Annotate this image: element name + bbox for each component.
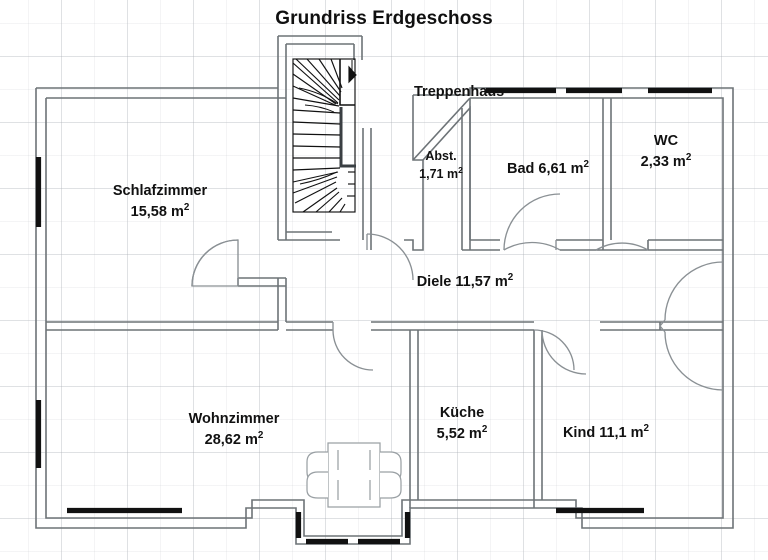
door-right-upper	[664, 261, 724, 321]
door-kueche	[533, 329, 575, 371]
door-wohnzimmer	[332, 329, 374, 371]
interior-walls	[46, 95, 723, 508]
chair-right-bottom	[380, 471, 402, 499]
room-area-wohnzimmer: 28,62 m2	[204, 430, 264, 448]
room-name-wohnzimmer: Wohnzimmer	[188, 411, 280, 427]
winder-staircase	[292, 58, 357, 213]
door-kind	[541, 329, 587, 375]
up-arrow-icon	[348, 65, 357, 84]
room-label-diele: Diele 11,57 m2	[417, 271, 514, 292]
room-label-bad: Bad 6,61 m2	[507, 158, 589, 179]
door-schlafzimmer	[191, 239, 239, 287]
room-name-schlafzimmer: Schlafzimmer	[112, 183, 208, 199]
room-name-wc: WC	[653, 133, 679, 149]
page-title: Grundriss Erdgeschoss	[275, 8, 493, 29]
windows	[35, 87, 712, 545]
room-label-abst: Abst. 1,71 m2	[419, 148, 463, 182]
doors	[191, 193, 724, 391]
dining-table	[327, 442, 381, 508]
room-label-kueche: Küche 5,52 m2	[437, 404, 488, 444]
room-label-treppenhaus: Treppenhaus	[414, 83, 504, 102]
room-area-schlafzimmer: 15,58 m2	[130, 202, 190, 220]
furniture-dining-set	[306, 442, 402, 508]
room-area-kueche: 5,52 m2	[436, 424, 488, 442]
room-label-schlafzimmer: Schlafzimmer 15,58 m2	[113, 182, 207, 222]
stairwell-walls	[277, 35, 372, 250]
door-right-lower	[664, 331, 724, 391]
room-area-wc: 2,33 m2	[640, 152, 692, 170]
room-name-bad: Bad 6,61 m2	[506, 159, 590, 177]
room-label-wohnzimmer: Wohnzimmer 28,62 m2	[189, 410, 280, 450]
room-label-kind: Kind 11,1 m2	[563, 422, 649, 443]
room-name-treppenhaus: Treppenhaus	[414, 84, 505, 100]
room-label-wc: WC 2,33 m2	[641, 132, 692, 172]
room-area-abst: 1,71 m2	[419, 164, 463, 181]
chair-left-bottom	[306, 471, 328, 499]
room-name-diele: Diele 11,57 m2	[416, 272, 514, 290]
room-name-abst: Abst.	[425, 149, 457, 163]
room-name-kueche: Küche	[439, 405, 485, 421]
room-name-kind: Kind 11,1 m2	[562, 423, 650, 441]
door-wc	[595, 242, 649, 251]
door-bad	[503, 193, 561, 251]
door-treppenhaus	[366, 233, 414, 281]
